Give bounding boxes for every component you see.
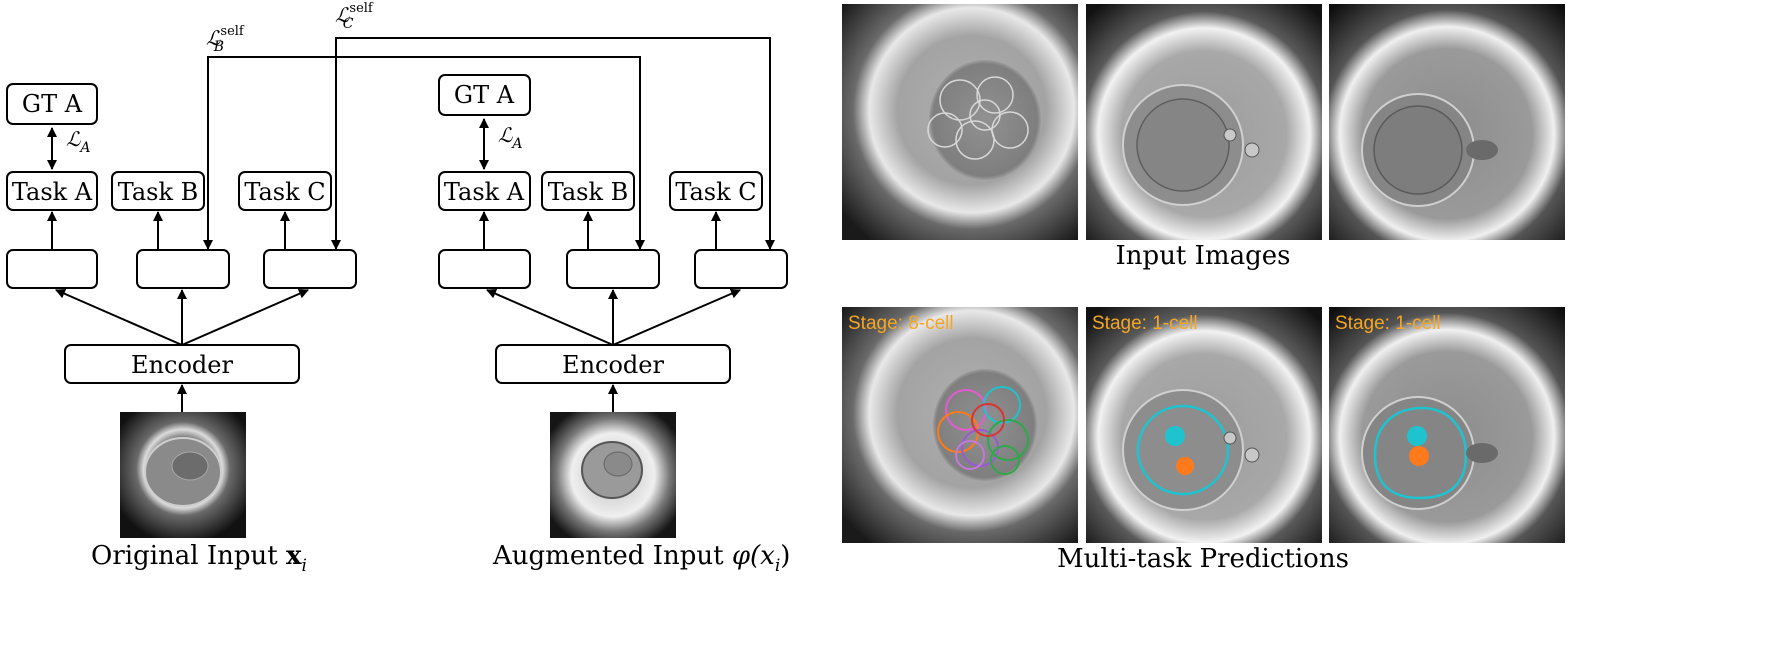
- gt-a-label-left: GT A: [22, 90, 83, 118]
- encoder-label-left: Encoder: [131, 351, 233, 379]
- task-b-box-left: [111, 171, 205, 211]
- task-a-box-left: [6, 171, 98, 211]
- encoder-to-head-c-right: [612, 288, 741, 346]
- task-c-box-right: [669, 171, 763, 211]
- prediction-image-3: Stage: 1-cell: [1329, 307, 1565, 543]
- loss-a-label-right: ℒA: [498, 123, 523, 152]
- head-b-box-right: [566, 249, 660, 289]
- task-c-label-left: Task C: [244, 178, 325, 206]
- head-c-box-right: [694, 249, 788, 289]
- task-a-box-right: [438, 171, 531, 211]
- input-image-1: [842, 4, 1078, 240]
- task-b-label-left: Task B: [118, 178, 199, 206]
- task-a-label-left: Task A: [12, 178, 93, 206]
- gt-a-box-right: [438, 74, 531, 116]
- original-input-caption: Original Input xi: [91, 541, 307, 576]
- input-image-2: [1086, 4, 1322, 240]
- head-c-box-left: [263, 249, 357, 289]
- head-b-box-left: [136, 249, 230, 289]
- encoder-to-head-a-right: [486, 289, 614, 346]
- left-diagram: GT A ℒA Task A Task B Task C Encoder: [6, 83, 357, 576]
- loss-c-self-connector: [335, 37, 771, 248]
- input-images-caption: Input Images: [1116, 241, 1291, 271]
- task-a-label-right: Task A: [444, 178, 525, 206]
- stage-label-3: Stage: 1-cell: [1335, 313, 1441, 334]
- prediction-image-1: Stage: 8-cell: [842, 307, 1078, 543]
- head-a-box-right: [438, 249, 531, 289]
- stage-label-2: Stage: 1-cell: [1092, 313, 1198, 334]
- task-c-box-left: [238, 171, 332, 211]
- stage-label-1: Stage: 8-cell: [848, 313, 954, 334]
- input-image-3: [1329, 4, 1565, 240]
- gt-a-label-right: GT A: [454, 81, 515, 109]
- encoder-label-right: Encoder: [562, 351, 664, 379]
- encoder-to-head-a-left: [55, 289, 183, 346]
- task-b-label-right: Task B: [548, 178, 629, 206]
- task-c-label-right: Task C: [675, 178, 756, 206]
- augmented-input-caption: Augmented Input φ(xi): [492, 541, 790, 576]
- head-a-box-left: [6, 249, 98, 289]
- original-input-image: [120, 412, 246, 538]
- predictions-row: Stage: 8-cell Stage: 1-cell Stage: 1-cel…: [842, 307, 1565, 574]
- augmented-input-image: [550, 412, 676, 538]
- task-b-box-right: [541, 171, 635, 211]
- encoder-to-head-c-left: [181, 289, 309, 346]
- input-images-row: Input Images: [842, 4, 1565, 271]
- loss-b-self-connector: [207, 56, 641, 248]
- right-diagram: GT A ℒA Task A Task B Task C Encoder Aug…: [438, 74, 790, 576]
- loss-a-label-left: ℒA: [66, 127, 91, 156]
- gt-a-box-left: [6, 83, 98, 125]
- prediction-image-2: Stage: 1-cell: [1086, 307, 1322, 543]
- predictions-caption: Multi-task Predictions: [1057, 544, 1349, 574]
